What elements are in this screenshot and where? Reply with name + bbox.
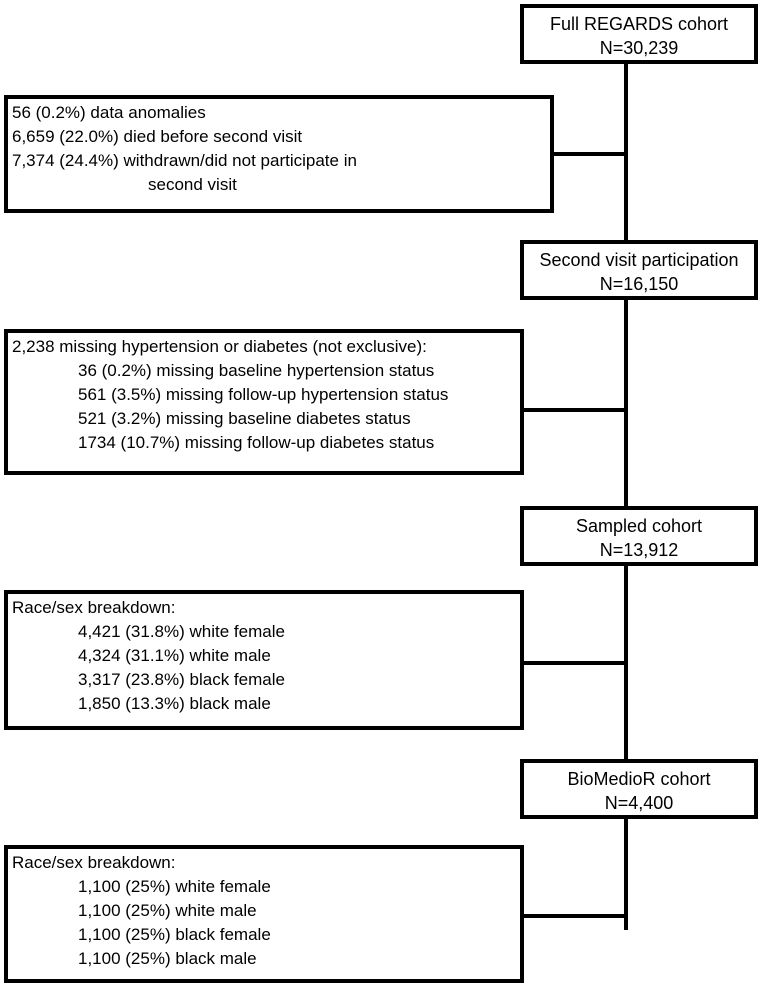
biomedior-cohort-count: N=4,400 xyxy=(604,793,674,813)
exclusion-line: second visit xyxy=(148,175,237,194)
sampled-cohort-count: N=13,912 xyxy=(599,540,679,560)
exclusion-item: 521 (3.2%) missing baseline diabetes sta… xyxy=(78,409,411,428)
breakdown-item: 1,100 (25%) white female xyxy=(78,877,271,896)
exclusion-item: 561 (3.5%) missing follow-up hypertensio… xyxy=(78,385,449,404)
connector-exclusion-1 xyxy=(554,152,626,156)
breakdown-header: Race/sex breakdown: xyxy=(12,853,176,872)
connector-breakdown-biomedior xyxy=(524,914,626,918)
connector-exclusion-2 xyxy=(524,408,626,412)
biomedior-cohort-box: BioMedioR cohort N=4,400 xyxy=(520,759,758,819)
breakdown-box-sampled: Race/sex breakdown: 4,421 (31.8%) white … xyxy=(4,590,524,730)
exclusion-line: 7,374 (24.4%) withdrawn/did not particip… xyxy=(12,151,357,170)
second-visit-box: Second visit participation N=16,150 xyxy=(520,240,758,300)
breakdown-item: 1,100 (25%) black female xyxy=(78,925,271,944)
full-cohort-title: Full REGARDS cohort xyxy=(549,14,729,34)
connector-breakdown-sampled xyxy=(524,661,626,665)
exclusion-line: 56 (0.2%) data anomalies xyxy=(12,103,206,122)
breakdown-box-biomedior: Race/sex breakdown: 1,100 (25%) white fe… xyxy=(4,845,524,983)
breakdown-item: 4,421 (31.8%) white female xyxy=(78,622,285,641)
exclusion-item: 36 (0.2%) missing baseline hypertension … xyxy=(78,361,435,380)
breakdown-item: 4,324 (31.1%) white male xyxy=(78,646,271,665)
full-cohort-count: N=30,239 xyxy=(599,38,679,58)
biomedior-cohort-title: BioMedioR cohort xyxy=(567,769,711,789)
sampled-cohort-title: Sampled cohort xyxy=(575,516,703,536)
exclusion-line: 6,659 (22.0%) died before second visit xyxy=(12,127,303,146)
breakdown-header: Race/sex breakdown: xyxy=(12,598,176,617)
full-cohort-box: Full REGARDS cohort N=30,239 xyxy=(520,4,758,64)
sampled-cohort-box: Sampled cohort N=13,912 xyxy=(520,506,758,566)
second-visit-count: N=16,150 xyxy=(599,274,679,294)
exclusion-box-1: 56 (0.2%) data anomalies 6,659 (22.0%) d… xyxy=(4,95,554,213)
second-visit-title: Second visit participation xyxy=(539,250,739,270)
exclusion-item: 1734 (10.7%) missing follow-up diabetes … xyxy=(78,433,435,452)
breakdown-item: 1,100 (25%) black male xyxy=(78,949,257,968)
breakdown-item: 1,100 (25%) white male xyxy=(78,901,257,920)
exclusion-header: 2,238 missing hypertension or diabetes (… xyxy=(12,337,427,356)
exclusion-box-2: 2,238 missing hypertension or diabetes (… xyxy=(4,329,524,475)
main-flow-line xyxy=(624,60,628,930)
breakdown-item: 3,317 (23.8%) black female xyxy=(78,670,285,689)
breakdown-item: 1,850 (13.3%) black male xyxy=(78,694,271,713)
